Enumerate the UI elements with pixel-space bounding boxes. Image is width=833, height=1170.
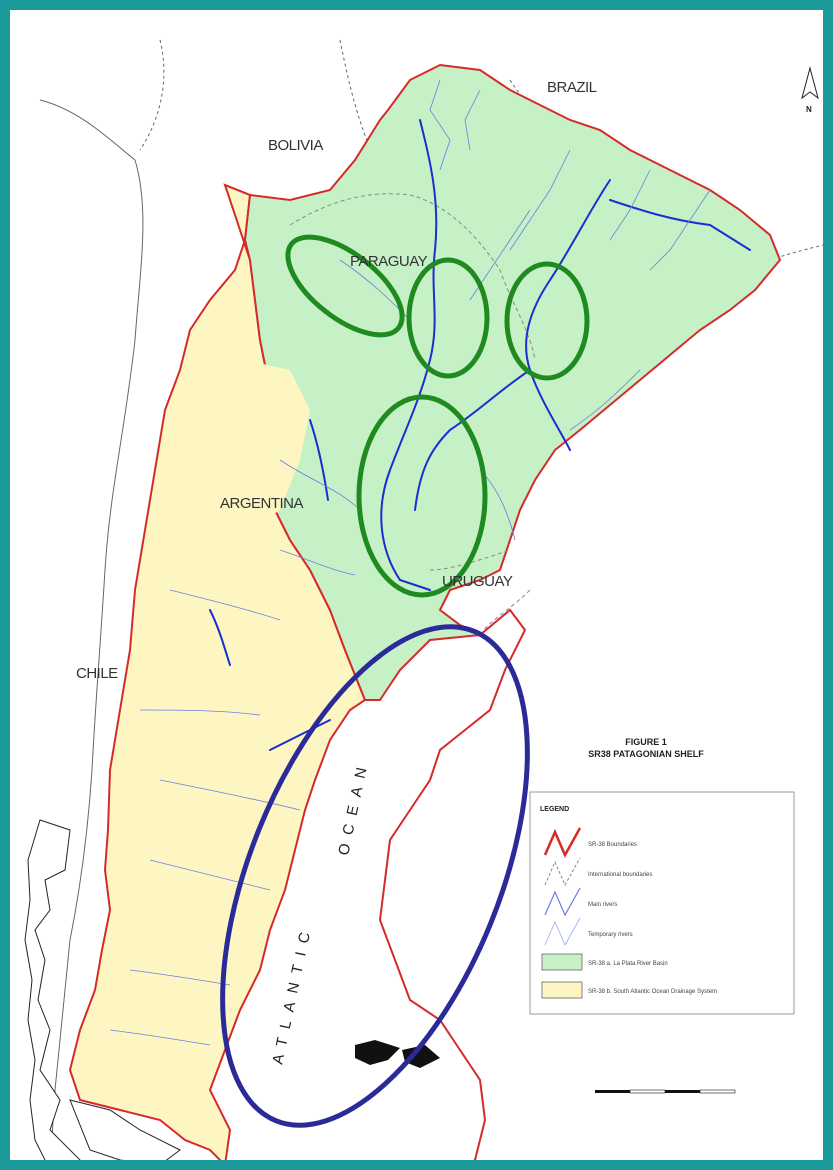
- map-canvas: BOLIVIA BRAZIL PARAGUAY ARGENTINA URUGUA…: [24, 39, 823, 1160]
- temporary-river-line-icon: [544, 917, 581, 946]
- green-highlight-ellipse: [504, 261, 590, 381]
- legend-item: SR-38 a. La Plata River Basin: [541, 953, 668, 971]
- north-arrow-icon: N: [801, 66, 819, 114]
- legend-label: SR-38 a. La Plata River Basin: [588, 961, 668, 967]
- legend-label: International boundaries: [588, 872, 652, 878]
- green-highlights: [285, 234, 590, 598]
- label-ocean-atlantic: ATLANTIC: [269, 922, 315, 1066]
- legend-label: Main rivers: [588, 902, 617, 908]
- green-highlight-ellipse: [356, 394, 488, 598]
- green-highlight-ellipse: [285, 234, 405, 338]
- label-chile: CHILE: [76, 665, 118, 682]
- label-bolivia: BOLIVIA: [268, 137, 323, 154]
- bolivia-chile-border: [139, 39, 165, 151]
- label-ocean-ocean: OCEAN: [335, 757, 372, 857]
- red-boundary-line-icon: [543, 827, 582, 858]
- legend: LEGEND SR-38 Boundaries International bo…: [529, 791, 795, 1015]
- legend-item: Main rivers: [544, 887, 617, 917]
- legend-item: International boundaries: [544, 857, 652, 887]
- blue-highlight-ellipse: [220, 624, 530, 1128]
- yellow-swatch-icon: [541, 981, 583, 999]
- chile-coastline: [39, 99, 144, 1160]
- chile-archipelago: [24, 819, 181, 1160]
- north-letter: N: [806, 105, 812, 114]
- legend-item: Temporary rivers: [544, 917, 633, 946]
- legend-label: SR-38 Boundaries: [588, 842, 637, 848]
- minor-rivers: [109, 79, 711, 1046]
- argentina-interior-pocket: [225, 360, 310, 530]
- legend-item: SR-38 Boundaries: [543, 827, 637, 858]
- sr38-marine-boundary: [378, 608, 527, 1160]
- legend-title: LEGEND: [540, 806, 569, 813]
- label-argentina: ARGENTINA: [220, 495, 304, 512]
- label-brazil: BRAZIL: [547, 79, 597, 96]
- legend-label: SR-38 b. South Atlantic Ocean Drainage S…: [588, 989, 717, 995]
- legend-label: Temporary rivers: [588, 932, 633, 938]
- figure-title: SR38 PATAGONIAN SHELF: [588, 749, 704, 759]
- main-river-line-icon: [544, 887, 581, 917]
- figure-number: FIGURE 1: [625, 737, 667, 747]
- green-swatch-icon: [541, 953, 583, 971]
- main-rivers: [209, 119, 751, 751]
- label-paraguay: PARAGUAY: [350, 253, 428, 270]
- label-uruguay: URUGUAY: [442, 573, 513, 590]
- dashed-line-icon: [544, 857, 581, 887]
- legend-item: SR-38 b. South Atlantic Ocean Drainage S…: [541, 981, 717, 999]
- green-highlight-ellipse: [406, 257, 490, 379]
- scale-bar: [595, 1089, 736, 1094]
- falkland-islands: [355, 1040, 440, 1068]
